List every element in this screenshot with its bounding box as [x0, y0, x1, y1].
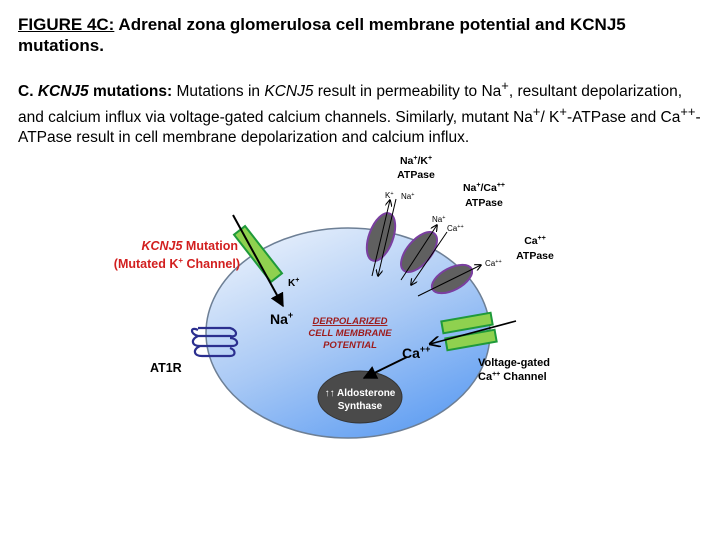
kcnj5-mutation-label: KCNJ5 Mutation	[141, 239, 238, 253]
aldosterone-arrows-icon: ↑↑	[325, 388, 335, 399]
aldosterone-label-line2: Synthase	[338, 401, 383, 412]
nak-atpase-label-line2: ATPase	[397, 169, 435, 181]
caption-text-2: result in permeability to Na	[313, 83, 502, 101]
naca-na-ion: Na+	[432, 215, 445, 224]
nak-atpase-label-line1: Na+/K+	[400, 155, 432, 167]
figure-title: FIGURE 4C: Adrenal zona glomerulosa cell…	[18, 14, 708, 56]
figure-reference: FIGURE 4C:	[18, 15, 115, 34]
naca-atpase-label-line2: ATPase	[465, 197, 503, 209]
caption-text-5: -ATPase and Ca	[566, 109, 681, 127]
svg-text:↑↑ Aldosterone: ↑↑ Aldosterone	[325, 388, 396, 399]
aldosterone-label-line1: Aldosterone	[335, 388, 396, 399]
ca-atpase-label-line1: Ca++	[524, 235, 546, 247]
na-ion-label: Na+	[270, 310, 293, 327]
nak-k-ion: K+	[385, 191, 394, 200]
ca-atpase-ca-ion: Ca++	[485, 259, 502, 268]
at1r-label: AT1R	[150, 361, 182, 375]
caption-text-3: , resultant depolarization, and calcium …	[18, 83, 683, 127]
ca-influx-arrow	[430, 320, 517, 344]
k-ion-label: K+	[288, 277, 299, 289]
caption-text-1: Mutations in	[172, 83, 265, 101]
kcnj5-mutation-sublabel: (Mutated K+ Channel)	[114, 256, 240, 271]
caption-gene-2: KCNJ5	[264, 83, 314, 101]
caption-sup-1: +	[501, 78, 509, 93]
vgcc-label-line2: Ca++ Channel	[478, 371, 547, 383]
nak-na-ion: Na+	[401, 192, 414, 201]
caption-sup-4: ++	[680, 104, 696, 120]
voltage-gated-ca-channel	[430, 311, 517, 352]
caption-prefix: C.	[18, 83, 38, 101]
figure-caption: C. KCNJ5 mutations: Mutations in KCNJ5 r…	[18, 76, 708, 148]
naca-ca-ion: Ca++	[447, 224, 464, 233]
naca-atpase-label-line1: Na+/Ca++	[463, 182, 505, 194]
caption-text-4: / K	[540, 109, 560, 127]
depolarized-label-line1: DERPOLARIZED	[313, 316, 388, 327]
at1r-receptor	[190, 326, 239, 358]
figure-title-text: Adrenal zona glomerulosa cell membrane p…	[18, 15, 626, 55]
nucleus	[317, 370, 403, 424]
k-efflux-arrow	[232, 214, 284, 308]
caption-text-6: -ATPase result in cell membrane depolari…	[18, 109, 701, 147]
caption-bold-rest: mutations:	[88, 83, 173, 101]
ca-to-nucleus-arrow	[362, 356, 408, 379]
ca-atpase	[417, 263, 481, 297]
naca-atpase	[400, 225, 448, 285]
ca-atpase-label-line2: ATPase	[516, 250, 554, 262]
caption-sup-3: +	[559, 104, 567, 120]
caption-sup-2: +	[532, 104, 541, 120]
kcnj5-channel	[232, 214, 284, 308]
caption-gene: KCNJ5	[37, 83, 89, 101]
depolarized-label-line3: POTENTIAL	[323, 340, 377, 351]
ca-ion-label: Ca++	[402, 344, 430, 361]
nak-atpase	[365, 199, 397, 276]
depolarized-label-line2: CELL MEMBRANE	[308, 328, 392, 339]
vgcc-label-line1: Voltage-gated	[478, 357, 550, 369]
